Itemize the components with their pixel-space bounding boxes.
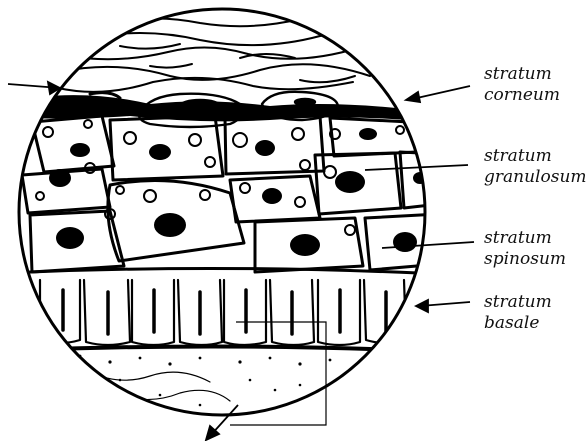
label-stratum-granulosum: stratum granulosum — [484, 146, 586, 188]
label-granulosum-line2: granulosum — [484, 167, 586, 188]
basement-membrane — [30, 346, 450, 352]
detail-box — [230, 322, 326, 425]
label-stratum-corneum: stratum corneum — [484, 64, 560, 106]
label-stratum-spinosum: stratum spinosum — [484, 228, 566, 270]
label-corneum-line1: stratum — [484, 64, 560, 85]
label-stratum-basale: stratum basale — [484, 292, 552, 334]
stratum-basale-cells — [30, 268, 440, 345]
label-spinosum-line2: spinosum — [484, 249, 566, 270]
label-basale-line2: basale — [484, 313, 552, 334]
label-corneum-line2: corneum — [484, 85, 560, 106]
label-basale-line1: stratum — [484, 292, 552, 313]
pointer-lines — [8, 82, 474, 440]
label-spinosum-line1: stratum — [484, 228, 566, 249]
label-granulosum-line1: stratum — [484, 146, 586, 167]
corneum-flakes — [58, 18, 370, 91]
polygonal-cells — [22, 116, 440, 272]
dermis-fibers — [90, 372, 230, 401]
epidermis-cross-section — [22, 18, 450, 406]
